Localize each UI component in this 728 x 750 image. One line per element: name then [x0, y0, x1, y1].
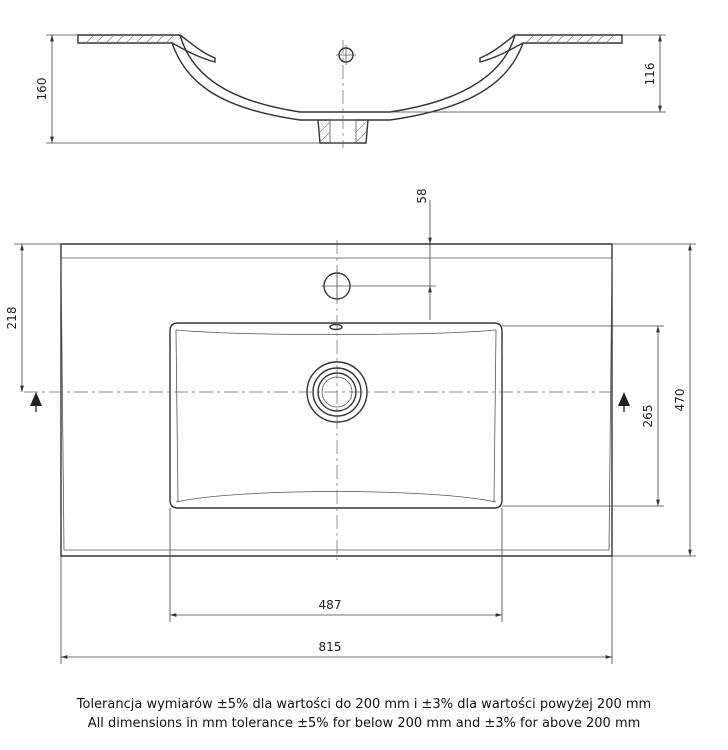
- dim-bowl-depth-top: 265: [641, 405, 655, 428]
- basin-outline: [60, 243, 613, 557]
- dim-drain-from-top: 218: [5, 307, 19, 330]
- bowl-outline: [169, 322, 503, 509]
- tolerance-note-en: All dimensions in mm tolerance ±5% for b…: [87, 716, 641, 731]
- dim-tap-hole-offset: 58: [415, 188, 429, 203]
- dim-overall-width: 815: [319, 640, 342, 654]
- bowl-inner-curve: [171, 42, 524, 121]
- rim-hatching-left: [77, 34, 216, 63]
- dim-side-total-height: 160: [35, 78, 49, 101]
- overflow-slot: [329, 323, 343, 331]
- section-arrow-left: [30, 392, 42, 412]
- bowl-outer-curve: [179, 34, 516, 113]
- section-arrow-right: [618, 392, 630, 412]
- dim-side-bowl-depth: 116: [643, 63, 657, 86]
- dim-bowl-width: 487: [319, 598, 342, 612]
- dim-overall-depth: 470: [673, 389, 687, 412]
- tolerance-note-pl: Tolerancja wymiarów ±5% dla wartości do …: [76, 697, 652, 712]
- side-section-view: 160 116: [35, 34, 666, 148]
- rim-hatching-right: [479, 34, 623, 63]
- technical-drawing: 160 116: [5, 34, 696, 664]
- top-plan-view: 58 218 265 470 487 815: [5, 188, 696, 664]
